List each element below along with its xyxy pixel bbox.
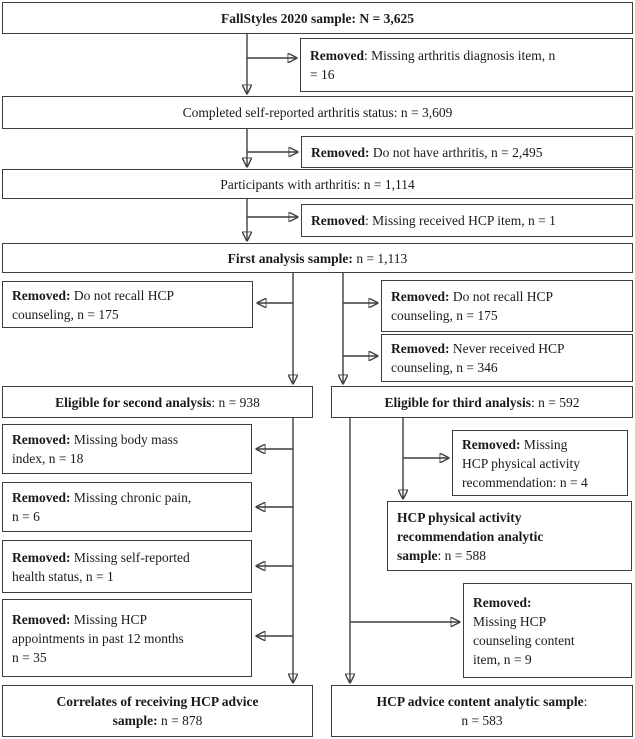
box-removed-no-recall-left: Removed: Do not recall HCP counseling, n… [2, 281, 253, 328]
box-advice-content-sample: HCP advice content analytic sample: n = … [331, 685, 633, 737]
box-correlates-sample: Correlates of receiving HCP advice sampl… [2, 685, 313, 737]
box-label: Removed: Missing HCP counseling content … [473, 594, 575, 667]
box-label: Removed: Missing chronic pain, n = 6 [12, 490, 192, 524]
box-label: Eligible for third analysis: n = 592 [384, 394, 580, 410]
box-pa-recommendation-sample: HCP physical activity recommendation ana… [387, 501, 632, 571]
box-removed-no-arthritis: Removed: Do not have arthritis, n = 2,49… [301, 136, 633, 168]
box-label: Removed: Do not recall HCP counseling, n… [391, 289, 553, 323]
box-label: Removed: Missing HCP appointments in pas… [12, 611, 184, 665]
box-participants-with-arthritis: Participants with arthritis: n = 1,114 [2, 169, 633, 199]
box-removed-counseling-content: Removed: Missing HCP counseling content … [463, 583, 632, 678]
box-eligible-third-analysis: Eligible for third analysis: n = 592 [331, 386, 633, 418]
box-label: Completed self-reported arthritis status… [182, 105, 453, 120]
box-label: Removed: Missing HCP physical activity r… [462, 436, 588, 490]
box-label: Removed: Do not recall HCP counseling, n… [12, 287, 174, 322]
box-removed-never-received: Removed: Never received HCP counseling, … [381, 334, 633, 382]
box-label: Eligible for second analysis: n = 938 [55, 394, 260, 410]
box-label: Removed: Never received HCP counseling, … [391, 341, 565, 375]
box-removed-pa-recommendation: Removed: Missing HCP physical activity r… [452, 430, 628, 496]
box-eligible-second-analysis: Eligible for second analysis: n = 938 [2, 386, 313, 418]
box-label: Removed: Missing arthritis diagnosis ite… [310, 48, 556, 82]
box-label: Participants with arthritis: n = 1,114 [220, 176, 415, 192]
box-label: Removed: Missing body mass index, n = 18 [12, 432, 179, 466]
box-label: Removed: Missing self-reported health st… [12, 549, 190, 584]
box-fallstyles-sample: FallStyles 2020 sample: N = 3,625 [2, 2, 633, 34]
box-label: Removed: Missing received HCP item, n = … [311, 213, 556, 228]
box-label: HCP advice content analytic sample: n = … [376, 694, 588, 728]
box-completed-arthritis-status: Completed self-reported arthritis status… [2, 96, 633, 129]
box-removed-health-status: Removed: Missing self-reported health st… [2, 540, 252, 593]
box-label: FallStyles 2020 sample: N = 3,625 [221, 10, 414, 26]
box-removed-appointments: Removed: Missing HCP appointments in pas… [2, 599, 252, 677]
box-label: HCP physical activity recommendation ana… [397, 509, 544, 563]
box-removed-no-recall-right: Removed: Do not recall HCP counseling, n… [381, 280, 633, 332]
box-label: Removed: Do not have arthritis, n = 2,49… [311, 144, 543, 160]
box-label: Correlates of receiving HCP advice sampl… [56, 694, 259, 728]
box-label: First analysis sample: n = 1,113 [227, 250, 408, 266]
box-removed-missing-hcp-item: Removed: Missing received HCP item, n = … [301, 204, 633, 237]
box-removed-missing-arthritis-item: Removed: Missing arthritis diagnosis ite… [300, 38, 633, 92]
box-first-analysis-sample: First analysis sample: n = 1,113 [2, 243, 633, 273]
box-removed-missing-bmi: Removed: Missing body mass index, n = 18 [2, 424, 252, 474]
box-removed-chronic-pain: Removed: Missing chronic pain, n = 6 [2, 482, 252, 532]
